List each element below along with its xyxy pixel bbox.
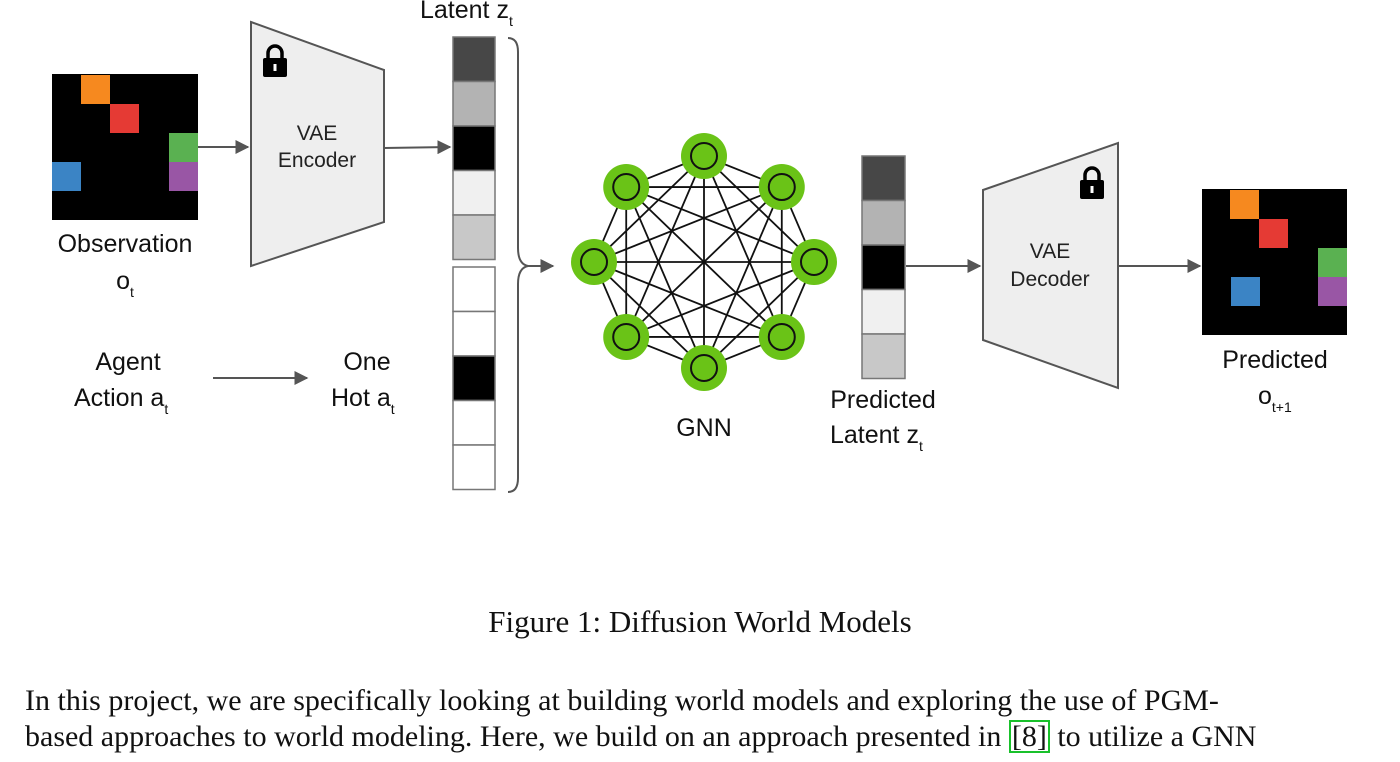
agent-action-line1: Agent (95, 348, 160, 376)
observation-blue-cell (52, 162, 81, 191)
paragraph-line-2: based approaches to world modeling. Here… (25, 720, 1385, 754)
predicted-latent-line1: Predicted (830, 386, 936, 414)
vae-encoder: VAE Encoder (250, 20, 385, 268)
one-hot-vector (452, 266, 496, 491)
decoder-label-line1: VAE (1030, 240, 1070, 263)
gnn-edge (593, 261, 705, 369)
predicted-latent-vector (861, 155, 906, 380)
gnn-edge (593, 186, 783, 263)
gnn-node (571, 239, 617, 285)
latent-vector (452, 36, 496, 261)
gnn-label: GNN (676, 414, 732, 442)
vae-decoder: VAE Decoder (982, 141, 1119, 390)
gnn-node (791, 239, 837, 285)
paragraph-line-1: In this project, we are specifically loo… (25, 684, 1219, 717)
concat-brace (507, 37, 529, 493)
arrow-encoder-to-latent (383, 140, 452, 155)
lock-icon (1080, 166, 1104, 199)
one-hot-cell (452, 444, 496, 491)
citation-link[interactable]: [8] (1008, 720, 1050, 753)
one-hot-line2: Hot at (331, 384, 395, 417)
observation-red-cell (110, 104, 139, 133)
predicted-orange-cell (1230, 190, 1259, 219)
one-hot-cell (452, 399, 496, 446)
gnn-edge (625, 186, 815, 263)
observation-purple-cell (169, 162, 198, 191)
observation-grid (52, 74, 198, 220)
gnn-node (681, 133, 727, 179)
gnn-node (758, 164, 805, 211)
predicted-latent-cell (861, 244, 906, 291)
observation-symbol: ot (116, 267, 134, 300)
predicted-latent-cell (861, 333, 906, 380)
latent-cell (452, 80, 496, 127)
predicted-latent-cell (861, 155, 906, 202)
gnn-edge (625, 186, 705, 369)
one-hot-cell (452, 310, 496, 357)
encoder-label-line1: VAE (297, 122, 337, 145)
gnn-node (758, 313, 805, 360)
figure-caption: Figure 1: Diffusion World Models (488, 604, 912, 639)
gnn-node (603, 313, 650, 360)
predicted-observation-grid (1202, 189, 1347, 335)
latent-cell (452, 214, 496, 261)
gnn-edge (593, 261, 783, 338)
latent-cell (452, 36, 496, 83)
diffusion-world-model-figure: Observation ot VAE Encoder Latent zt Age… (52, 0, 1347, 493)
gnn-node (681, 345, 727, 391)
predicted-observation-line1: Predicted (1222, 346, 1328, 374)
one-hot-line1: One (343, 348, 390, 376)
latent-label: Latent zt (420, 0, 513, 29)
observation-orange-cell (81, 75, 110, 104)
latent-cell (452, 125, 496, 172)
paragraph-text-after-citation: to utilize a GNN (1049, 720, 1257, 753)
predicted-green-cell (1318, 248, 1347, 277)
lock-icon (263, 44, 287, 77)
predicted-observation-symbol: ot+1 (1258, 382, 1292, 415)
predicted-latent-cell (861, 288, 906, 335)
gnn-edge (625, 186, 783, 338)
observation-green-cell (169, 133, 198, 162)
latent-cell (452, 169, 496, 216)
observation-label: Observation (58, 230, 193, 258)
gnn-edge (625, 261, 815, 338)
predicted-latent-cell (861, 199, 906, 246)
one-hot-cell (452, 266, 496, 313)
gnn-node (603, 164, 650, 211)
encoder-label-line2: Encoder (278, 149, 356, 172)
decoder-label-line2: Decoder (1010, 268, 1089, 291)
predicted-purple-cell (1318, 277, 1347, 306)
agent-action-line2: Action at (74, 384, 168, 417)
paragraph-text-before-citation: based approaches to world modeling. Here… (25, 720, 1009, 753)
one-hot-cell (452, 355, 496, 402)
gnn-graph (571, 133, 837, 391)
predicted-red-cell (1259, 219, 1288, 248)
predicted-latent-line2: Latent zt (830, 421, 923, 454)
predicted-blue-cell (1231, 277, 1260, 306)
